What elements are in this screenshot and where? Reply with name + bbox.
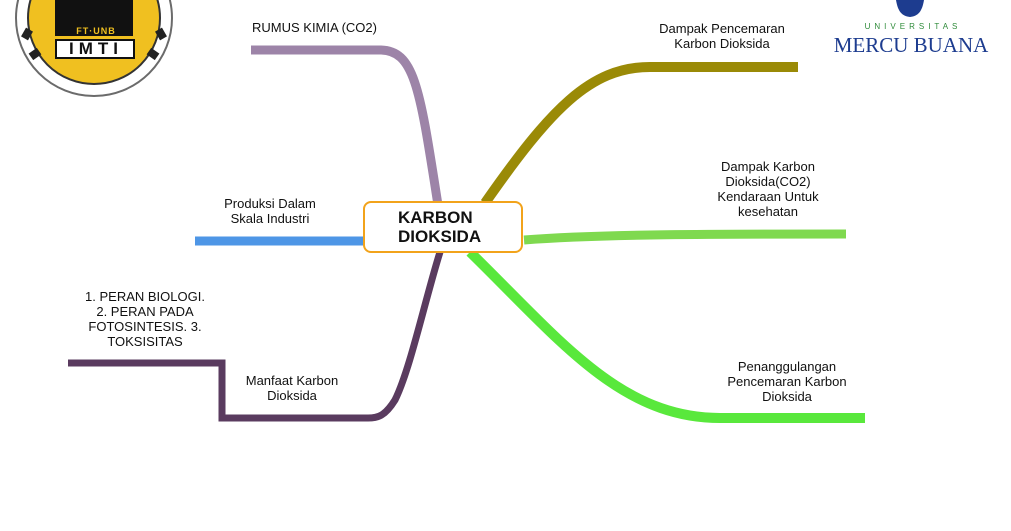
label-manfaat: Manfaat Karbon Dioksida [245, 373, 339, 403]
mercu-buana-logo-icon [816, 0, 1006, 60]
label-manfaat-detail: 1. PERAN BIOLOGI. 2. PERAN PADA FOTOSINT… [85, 289, 205, 349]
center-node[interactable]: KARBON DIOKSIDA [363, 201, 523, 253]
mercu-buana-emblem [896, 0, 924, 17]
imti-logo-text: IMTI [69, 39, 123, 58]
label-rumus-kimia: RUMUS KIMIA (CO2) [252, 20, 377, 35]
branch-dampak-pencemaran [480, 62, 798, 206]
label-dampak-pencemaran: Dampak Pencemaran Karbon Dioksida [659, 21, 785, 51]
univ-name-text: MERCU BUANA [833, 33, 989, 57]
branch-manfaat [68, 250, 444, 422]
branch-dampak-kesehatan [523, 229, 847, 245]
imti-subtext: FT·UNB [76, 26, 116, 36]
label-penanggulangan: Penanggulangan Pencemaran Karbon Dioksid… [727, 359, 847, 404]
branch-rumus-kimia [251, 45, 443, 206]
univ-small-text: UNIVERSITAS [864, 22, 962, 31]
label-dampak-kesehatan: Dampak Karbon Dioksida(CO2) Kendaraan Un… [717, 159, 819, 219]
imti-emblem-icon [15, 0, 173, 97]
center-node-title: KARBON DIOKSIDA [398, 208, 482, 246]
branch-penanggulangan [466, 248, 865, 423]
label-produksi: Produksi Dalam Skala Industri [224, 196, 316, 226]
